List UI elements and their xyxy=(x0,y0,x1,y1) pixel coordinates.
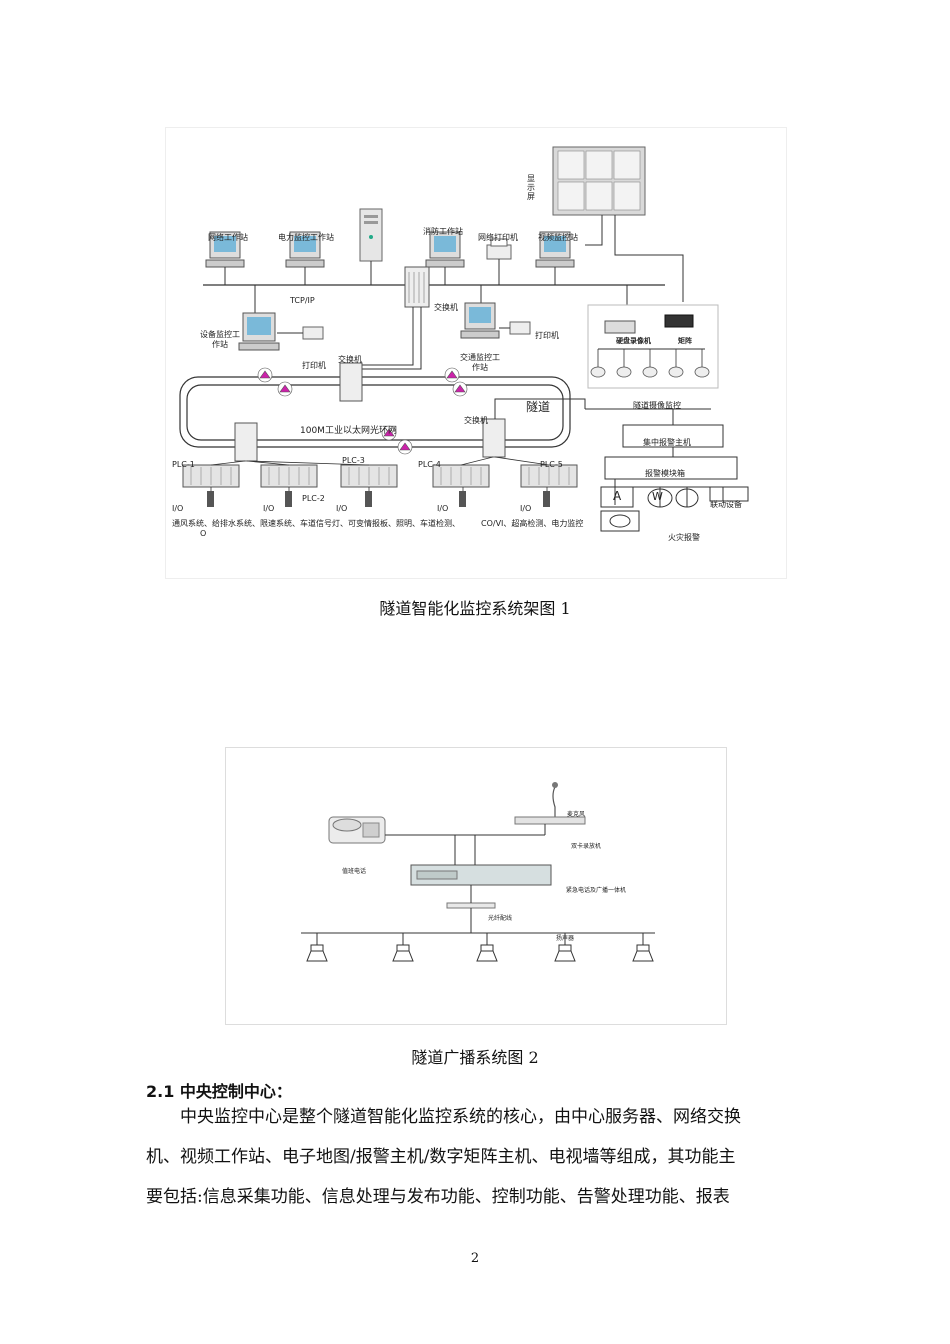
microphone-icon xyxy=(552,782,558,817)
page-number: 2 xyxy=(470,1251,480,1266)
io5-label: I/O xyxy=(520,504,532,513)
io2-label: I/O xyxy=(263,504,275,513)
ring-network-label: 100M工业以太网光环网 xyxy=(300,426,397,436)
tcpip-label: TCP/IP xyxy=(290,296,315,305)
printer-right-label: 打印机 xyxy=(535,331,559,340)
plc5-label: PLC-5 xyxy=(540,460,563,469)
device-w-label: W xyxy=(652,490,663,503)
speaker-icons xyxy=(306,944,654,962)
plc4-label: PLC-4 xyxy=(418,460,441,469)
device-a-label: A xyxy=(613,489,622,503)
phone-label: 值班电话 xyxy=(342,868,367,875)
dual-receiver-label: 双卡录放机 xyxy=(571,843,602,850)
plc1-label: PLC-1 xyxy=(172,460,195,469)
tunnel-label: 隧道 xyxy=(526,400,551,414)
ring-switch-left-label: 交换机 xyxy=(338,355,362,364)
dual-receiver-icon xyxy=(514,816,586,825)
alarm-module-label: 报警模块箱 xyxy=(645,469,685,478)
dvr-label: 硬盘录像机 xyxy=(616,337,651,345)
systems-left-label: 通风系统、给排水系统、限速系统、车道信号灯、可变情报板、照明、车道检测、 xyxy=(172,519,460,528)
ethernet-ring xyxy=(179,376,571,448)
section-title: 2.1 中央控制中心： xyxy=(146,1082,292,1101)
tunnel-monitoring-architecture-diagram xyxy=(179,146,749,532)
fire-alarm-tree xyxy=(494,398,749,532)
workstation-icons xyxy=(205,208,575,268)
network-printer-label: 网络打印机 xyxy=(478,233,518,242)
video-workstation-label: 视频监控站 xyxy=(538,233,578,242)
equipment-workstation-label: 设备监控工作站 xyxy=(200,330,240,349)
fire-alarm-label: 火灾报警 xyxy=(668,533,700,542)
amplifier-icon xyxy=(410,864,552,886)
network-workstation-label: 网络工作站 xyxy=(208,233,248,242)
microphone-label: 麦克风 xyxy=(567,811,586,818)
display-wall xyxy=(552,146,646,216)
figure-1-caption: 隧道智能化监控系统架图 1 xyxy=(379,599,571,618)
figure-1-frame xyxy=(165,127,787,579)
telephone-icon xyxy=(328,816,386,844)
main-switch-icon xyxy=(404,266,430,308)
fiber-nodes xyxy=(257,367,468,455)
ring-switch-right-label: 交换机 xyxy=(464,416,488,425)
power-workstation-label: 电力监控工作站 xyxy=(278,233,334,242)
paragraph-line-1: 中央监控中心是整个隧道智能化监控系统的核心，由中心服务器、网络交换 xyxy=(180,1107,741,1127)
io3-label: I/O xyxy=(336,504,348,513)
plc3-label: PLC-3 xyxy=(342,456,365,465)
distributor-label: 光纤配线 xyxy=(488,915,513,922)
systems-o-label: O xyxy=(200,529,207,538)
speaker-label: 扬声器 xyxy=(556,935,575,942)
io1-label: I/O xyxy=(172,504,184,513)
alarm-host-label: 集中报警主机 xyxy=(643,438,691,447)
tunnel-camera-label: 隧道摄像监控 xyxy=(633,401,681,410)
main-switch-label: 交换机 xyxy=(434,303,458,312)
display-screen-label: 显示屏 xyxy=(527,174,535,201)
paragraph-line-2: 机、视频工作站、电子地图/报警主机/数字矩阵主机、电视墙等组成，其功能主 xyxy=(146,1147,736,1167)
matrix-label: 矩阵 xyxy=(678,337,692,345)
plc-racks xyxy=(182,464,578,507)
figure-2-frame xyxy=(225,747,727,1025)
distributor-icon xyxy=(446,902,496,909)
amplifier-label: 紧急电话及广播一体机 xyxy=(566,887,627,894)
video-equipment-box xyxy=(587,304,719,389)
io4-label: I/O xyxy=(437,504,449,513)
fire-workstation-label: 消防工作站 xyxy=(423,227,463,236)
tunnel-broadcast-diagram xyxy=(301,782,655,962)
traffic-workstation-label: 交通监控工作站 xyxy=(460,353,500,372)
paragraph-line-3: 要包括:信息采集功能、信息处理与发布功能、控制功能、告警处理功能、报表 xyxy=(146,1187,730,1207)
systems-right-label: CO/VI、超高检测、电力监控 xyxy=(481,519,584,528)
printer-left-label: 打印机 xyxy=(302,361,326,370)
figure-2-caption: 隧道广播系统图 2 xyxy=(411,1048,539,1067)
plc2-label: PLC-2 xyxy=(302,494,325,503)
linkage-device-label: 联动设备 xyxy=(710,500,742,509)
